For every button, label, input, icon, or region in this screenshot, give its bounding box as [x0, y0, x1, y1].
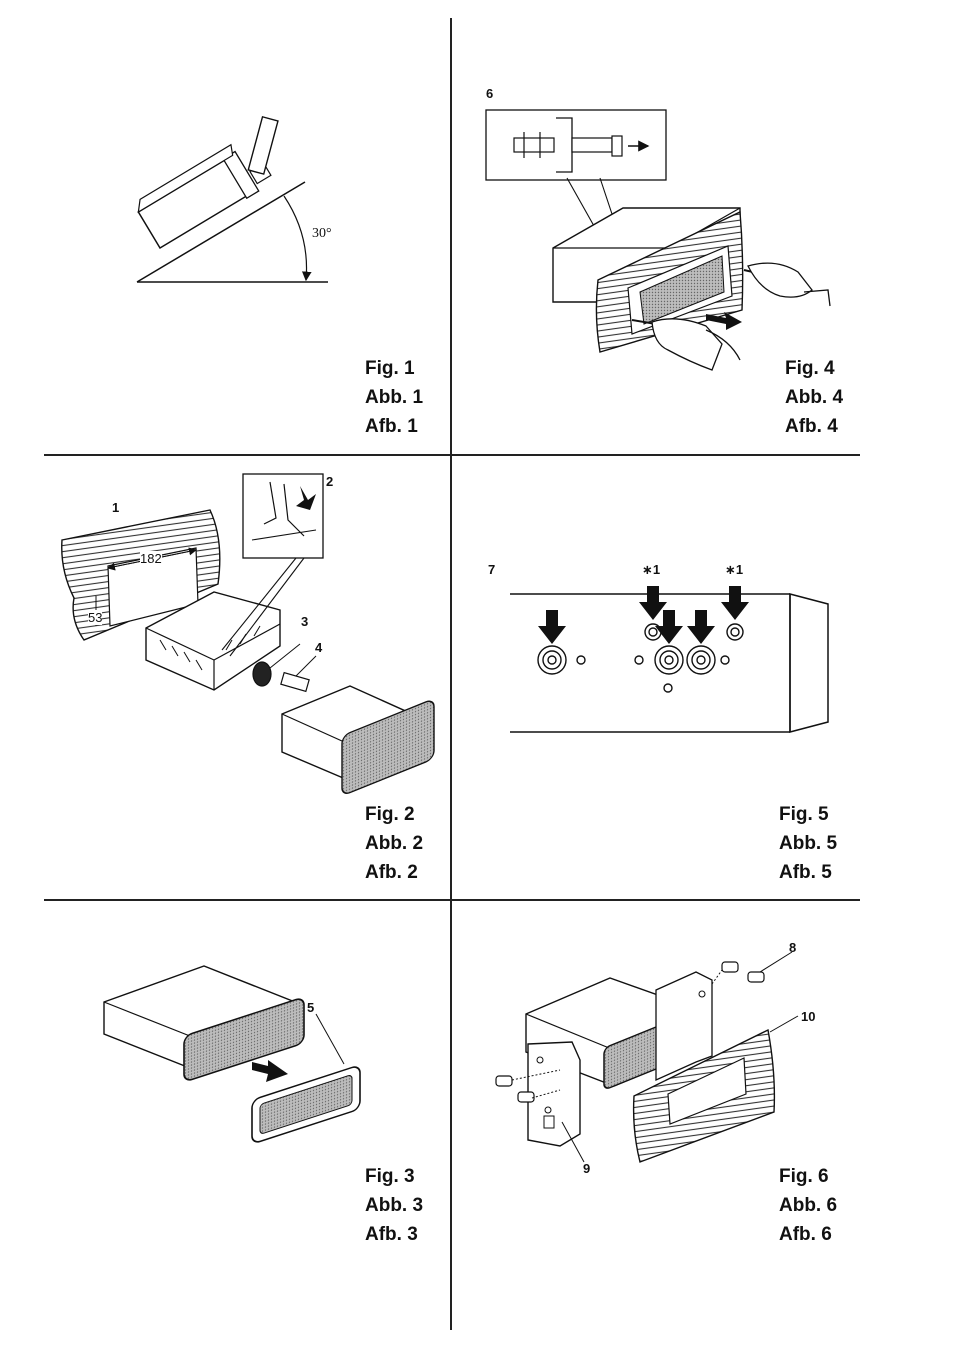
fig1-caption-en: Fig. 1: [365, 358, 415, 379]
horizontal-divider-1: [44, 454, 860, 456]
fig2-caption-en: Fig. 2: [365, 804, 415, 825]
fig2-caption: Fig. 2 Abb. 2 Afb. 2: [365, 800, 423, 887]
fig4-caption: Fig. 4 Abb. 4 Afb. 4: [785, 354, 843, 441]
fig6-caption-nl: Afb. 6: [779, 1224, 832, 1245]
fig1-caption-de: Abb. 1: [365, 387, 424, 408]
fig3-callout-5: 5: [307, 1000, 315, 1015]
fig6-callout-9: 9: [583, 1161, 591, 1176]
fig2-callout-2: 2: [326, 474, 334, 489]
fig5-caption-de: Abb. 5: [779, 833, 838, 854]
fig5-caption-en: Fig. 5: [779, 804, 829, 825]
fig1-angle-label: 30°: [312, 226, 332, 241]
fig2-callout-3: 3: [301, 614, 309, 629]
fig6-caption-en: Fig. 6: [779, 1166, 829, 1187]
fig3-caption-en: Fig. 3: [365, 1166, 415, 1187]
fig2-dimension-height: 53: [88, 610, 103, 625]
fig2-caption-nl: Afb. 2: [365, 862, 418, 883]
fig1-caption-nl: Afb. 1: [365, 416, 418, 437]
fig2-callout-4: 4: [315, 640, 323, 655]
fig4-callout-6: 6: [486, 86, 494, 101]
fig5-callout-7: 7: [488, 562, 496, 577]
fig2-callout-1: 1: [112, 500, 120, 515]
vertical-divider: [450, 18, 452, 1330]
fig1-caption: Fig. 1 Abb. 1 Afb. 1: [365, 354, 423, 441]
horizontal-divider-2: [44, 899, 860, 901]
fig4-caption-de: Abb. 4: [785, 387, 844, 408]
fig6-callout-10: 10: [801, 1009, 816, 1024]
fig2-dimension-width: 182: [140, 551, 162, 566]
fig6-caption: Fig. 6 Abb. 6 Afb. 6: [779, 1162, 837, 1249]
fig3-caption: Fig. 3 Abb. 3 Afb. 3: [365, 1162, 423, 1249]
fig6-callout-8: 8: [789, 940, 797, 955]
fig5-caption-nl: Afb. 5: [779, 862, 832, 883]
fig3-caption-de: Abb. 3: [365, 1195, 424, 1216]
fig5-caption: Fig. 5 Abb. 5 Afb. 5: [779, 800, 837, 887]
fig4-caption-nl: Afb. 4: [785, 416, 838, 437]
fig4-caption-en: Fig. 4: [785, 358, 835, 379]
fig2-caption-de: Abb. 2: [365, 833, 424, 854]
fig6-caption-de: Abb. 6: [779, 1195, 838, 1216]
fig5-callout-star1-a: ∗1: [642, 562, 661, 577]
fig5-callout-star1-b: ∗1: [725, 562, 744, 577]
fig3-caption-nl: Afb. 3: [365, 1224, 418, 1245]
